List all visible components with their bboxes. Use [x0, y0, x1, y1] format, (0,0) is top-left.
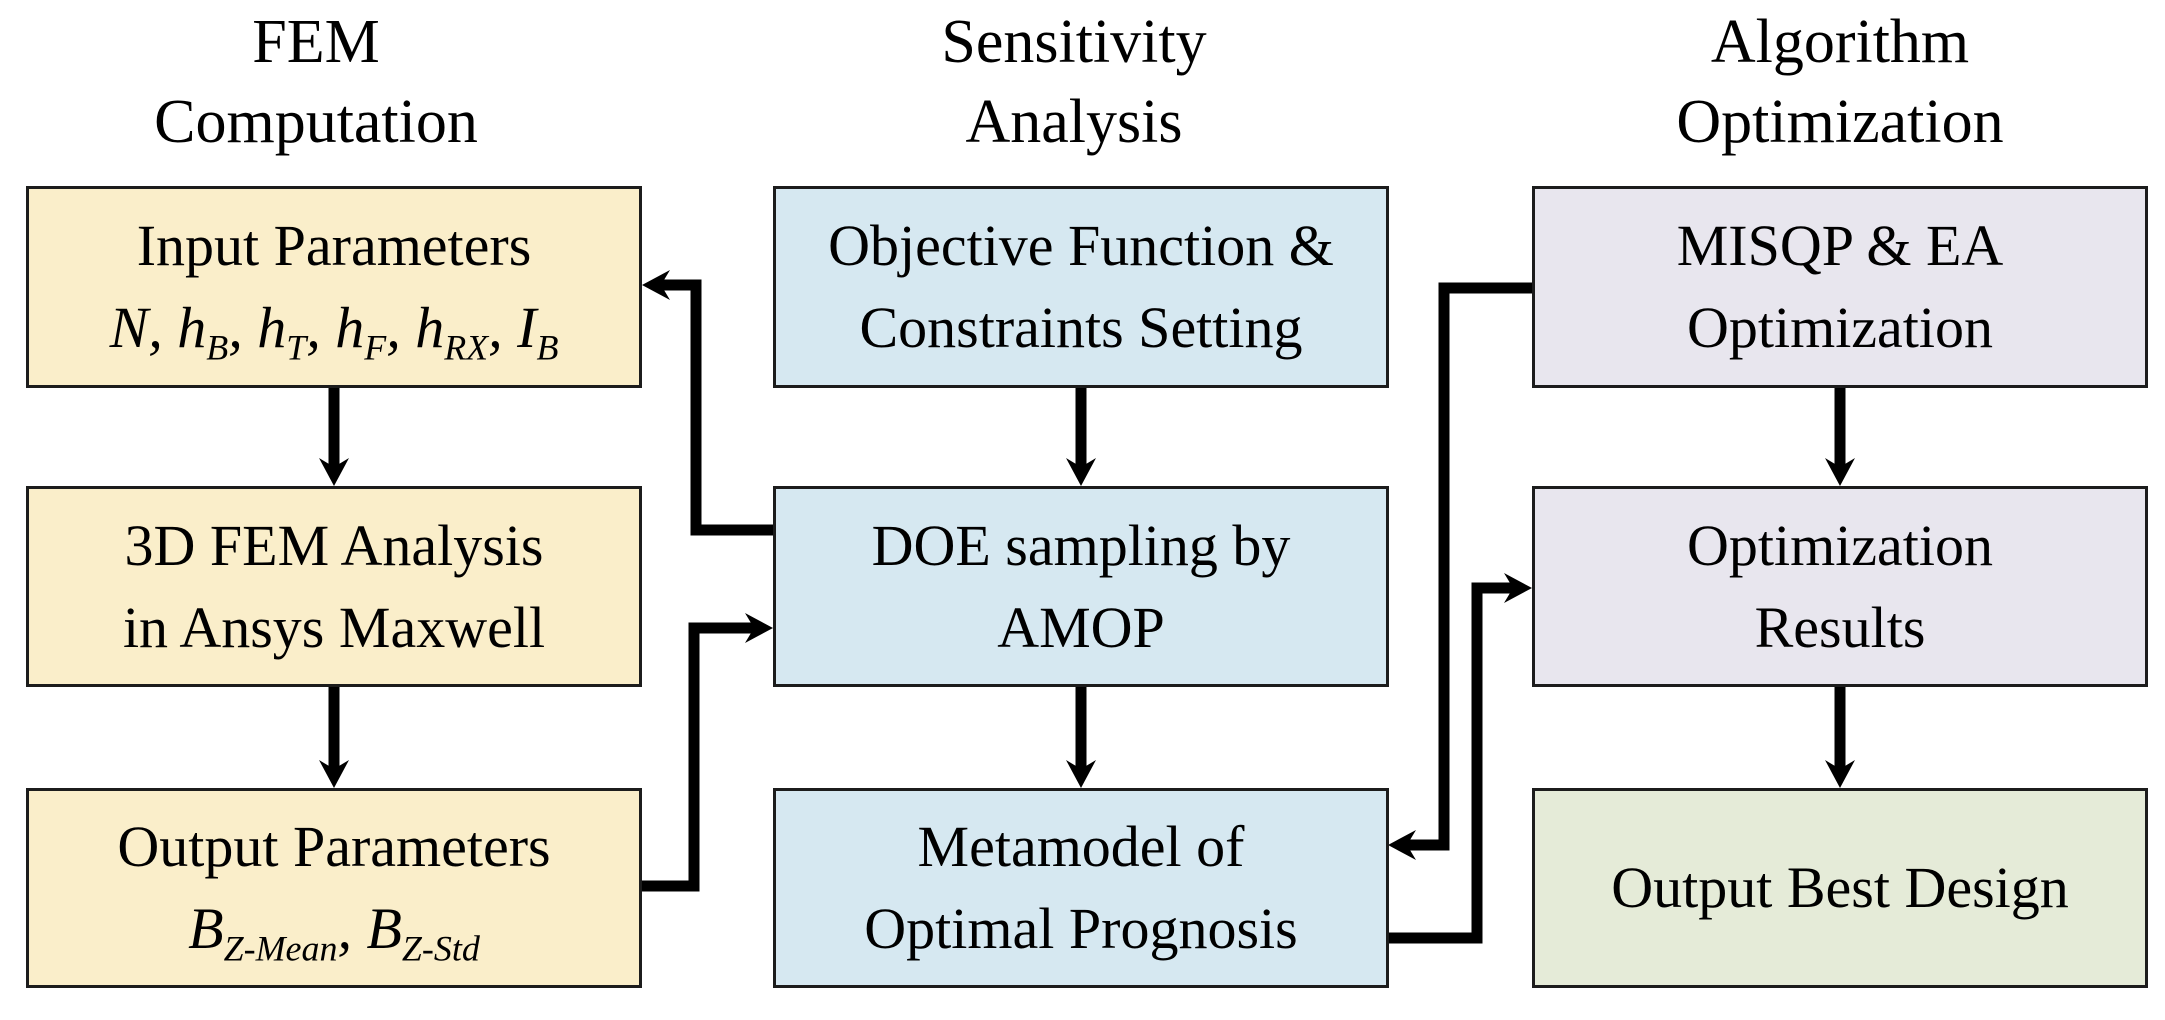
- column-header-algorithm-line2: Optimization: [1676, 88, 2004, 156]
- box-optimization-results-line2: Results: [1754, 594, 1926, 660]
- column-header-fem-line2: Computation: [154, 88, 478, 156]
- connector-doe-to-metamodel: [1066, 682, 1096, 788]
- connector-objective-to-doe: [1066, 383, 1096, 486]
- connector-analysis-to-output: [319, 682, 349, 788]
- box-metamodel: Metamodel of Optimal Prognosis: [773, 788, 1389, 988]
- column-header-fem-line1: FEM: [252, 8, 380, 76]
- column-header-algorithm: Algorithm Optimization: [1532, 2, 2148, 162]
- connector-results-to-best-design: [1825, 682, 1855, 788]
- box-output-best-design: Output Best Design: [1532, 788, 2148, 988]
- box-misqp-ea: MISQP & EA Optimization: [1532, 186, 2148, 388]
- box-output-parameters-title: Output Parameters: [117, 814, 551, 879]
- box-objective-function-line2: Constraints Setting: [859, 295, 1303, 360]
- box-output-parameters-formula: BZ-Mean, BZ-Std: [188, 896, 480, 969]
- connector-output-to-doe: [636, 613, 773, 892]
- column-header-sensitivity-line1: Sensitivity: [941, 8, 1207, 76]
- box-objective-function: Objective Function & Constraints Setting: [773, 186, 1389, 388]
- box-metamodel-line1: Metamodel of: [917, 814, 1245, 879]
- connector-misqp-to-metamodel: [1388, 282, 1538, 860]
- column-header-algorithm-line1: Algorithm: [1710, 8, 1970, 76]
- box-metamodel-line2: Optimal Prognosis: [864, 896, 1298, 961]
- connector-doe-to-input-parameters: [642, 270, 779, 536]
- box-input-parameters-formula: N, hB, hT, hF, hRX, IB: [109, 295, 559, 368]
- column-header-sensitivity-line2: Analysis: [965, 88, 1183, 156]
- box-fem-analysis-line2: in Ansys Maxwell: [122, 594, 546, 660]
- box-output-parameters: Output Parameters BZ-Mean, BZ-Std: [26, 788, 642, 988]
- box-doe-sampling: DOE sampling by AMOP: [773, 486, 1389, 687]
- box-optimization-results: Optimization Results: [1532, 486, 2148, 687]
- connector-input-to-analysis: [319, 383, 349, 486]
- box-output-best-design-line1: Output Best Design: [1611, 855, 2069, 920]
- box-objective-function-line1: Objective Function &: [828, 213, 1334, 278]
- box-optimization-results-line1: Optimization: [1686, 512, 1994, 578]
- column-header-sensitivity: Sensitivity Analysis: [766, 2, 1382, 162]
- box-misqp-ea-line2: Optimization: [1686, 295, 1994, 360]
- box-misqp-ea-line1: MISQP & EA: [1676, 213, 2004, 278]
- box-fem-analysis-line1: 3D FEM Analysis: [124, 512, 544, 578]
- box-fem-analysis: 3D FEM Analysis in Ansys Maxwell: [26, 486, 642, 687]
- box-doe-sampling-line1: DOE sampling by: [871, 512, 1291, 578]
- connector-misqp-to-results: [1825, 383, 1855, 486]
- connector-metamodel-to-results: [1382, 573, 1532, 944]
- box-input-parameters-title: Input Parameters: [136, 213, 532, 278]
- column-header-fem: FEM Computation: [8, 2, 624, 162]
- box-doe-sampling-line2: AMOP: [997, 594, 1165, 660]
- box-input-parameters: Input Parameters N, hB, hT, hF, hRX, IB: [26, 186, 642, 388]
